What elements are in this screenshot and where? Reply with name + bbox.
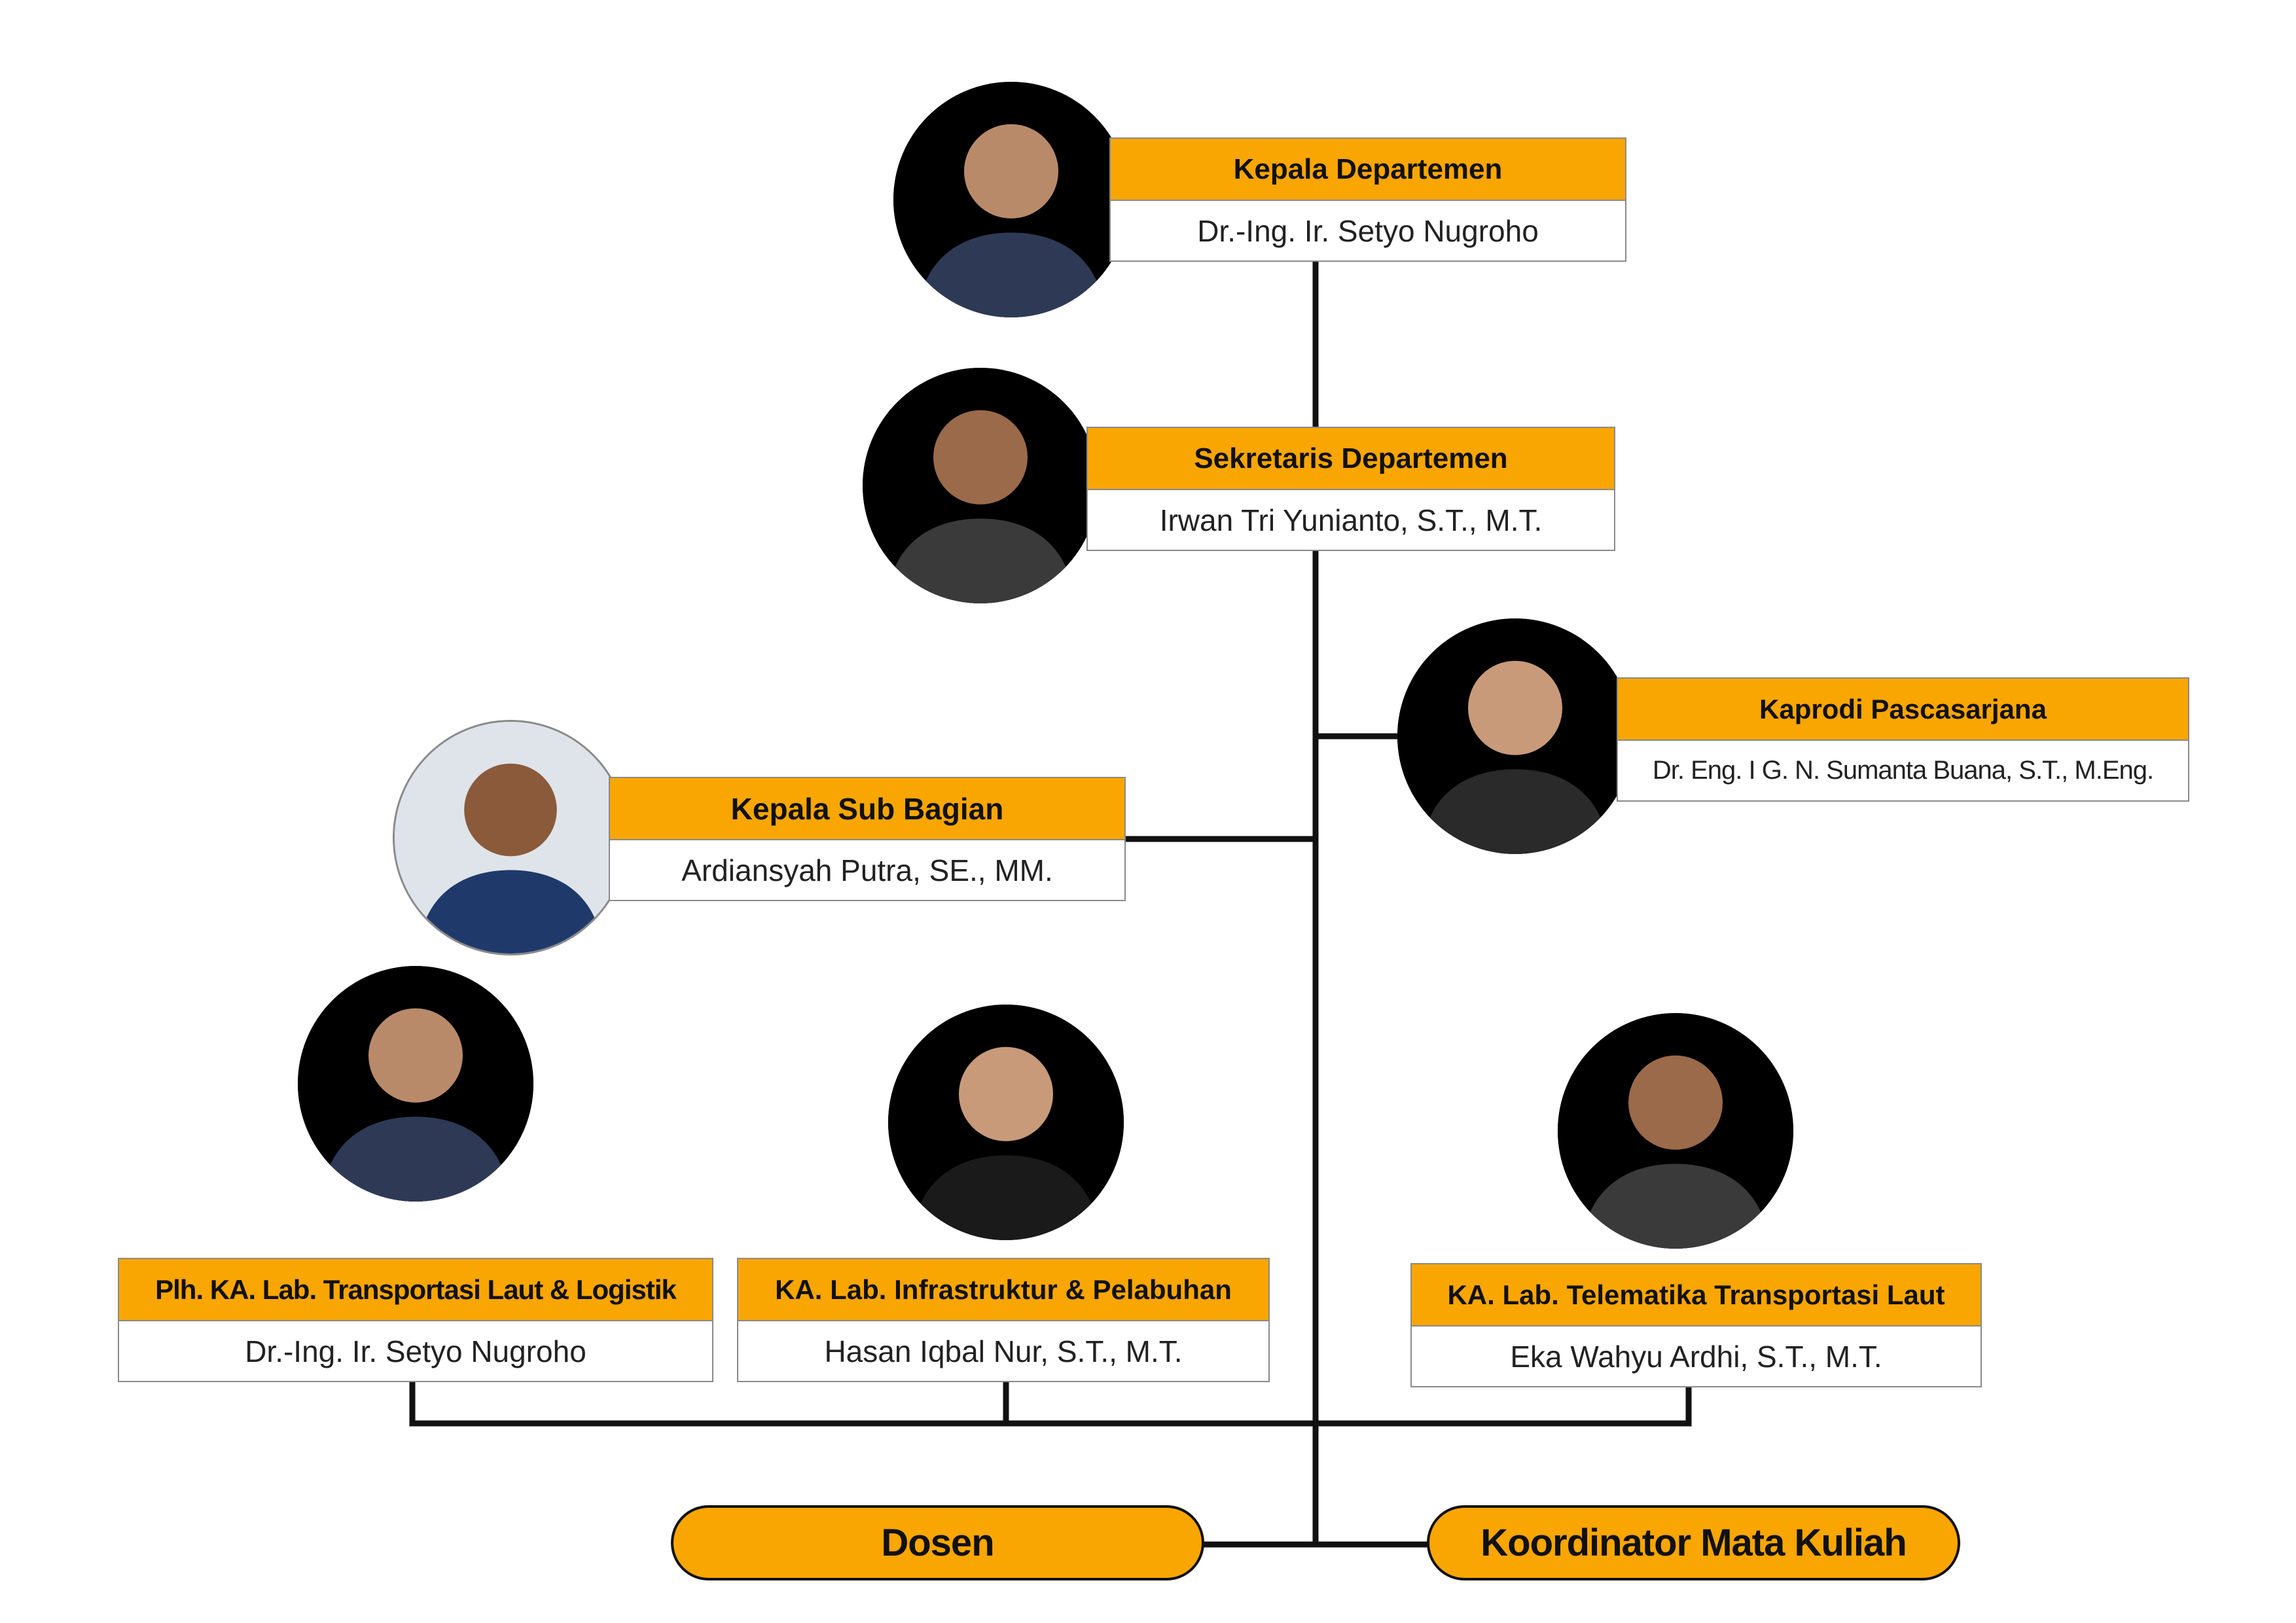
person-photo-icon bbox=[1558, 1013, 1793, 1249]
position-holder-name: Ardiansyah Putra, SE., MM. bbox=[681, 853, 1053, 887]
position-holder-name: Dr.-Ing. Ir. Setyo Nugroho bbox=[1197, 213, 1539, 248]
card-sekretaris-departemen: Sekretaris Departemen Irwan Tri Yunianto… bbox=[1086, 427, 1615, 551]
position-title: KA. Lab. Infrastruktur & Pelabuhan bbox=[738, 1259, 1268, 1321]
card-lab-infrastruktur: KA. Lab. Infrastruktur & Pelabuhan Hasan… bbox=[737, 1258, 1270, 1382]
photo-lab-infrastruktur bbox=[888, 1005, 1124, 1240]
photo-kaprodi-pascasarjana bbox=[1397, 618, 1633, 854]
dosen-pill: Dosen bbox=[671, 1505, 1204, 1580]
position-holder-name: Dr. Eng. I G. N. Sumanta Buana, S.T., M.… bbox=[1652, 756, 2154, 785]
photo-kepala-sub-bagian bbox=[393, 720, 628, 955]
position-title: Kaprodi Pascasarjana bbox=[1618, 679, 2188, 741]
koordinator-mata-kuliah-pill: Koordinator Mata Kuliah bbox=[1427, 1505, 1960, 1580]
photo-sekretaris-departemen bbox=[863, 368, 1098, 603]
position-title: Kepala Sub Bagian bbox=[610, 778, 1124, 840]
branch-labs bbox=[409, 1381, 1692, 1427]
card-lab-transportasi: Plh. KA. Lab. Transportasi Laut & Logist… bbox=[118, 1258, 713, 1382]
person-photo-icon bbox=[863, 368, 1098, 603]
person-photo-icon bbox=[893, 82, 1129, 317]
person-photo-icon bbox=[1397, 618, 1633, 854]
position-title: KA. Lab. Telematika Transportasi Laut bbox=[1412, 1264, 1981, 1327]
photo-lab-transportasi bbox=[298, 966, 533, 1202]
position-title: Kepala Departemen bbox=[1111, 139, 1625, 201]
card-lab-telematika: KA. Lab. Telematika Transportasi Laut Ek… bbox=[1410, 1263, 1982, 1387]
photo-lab-telematika bbox=[1558, 1013, 1793, 1249]
position-holder-name: Eka Wahyu Ardhi, S.T., M.T. bbox=[1510, 1339, 1882, 1374]
position-title: Sekretaris Departemen bbox=[1088, 428, 1614, 490]
photo-kepala-departemen bbox=[893, 82, 1129, 317]
card-kepala-departemen: Kepala Departemen Dr.-Ing. Ir. Setyo Nug… bbox=[1109, 137, 1626, 262]
person-photo-icon bbox=[298, 966, 533, 1202]
position-holder-name: Hasan Iqbal Nur, S.T., M.T. bbox=[824, 1334, 1183, 1368]
person-photo-icon bbox=[888, 1005, 1124, 1240]
person-photo-icon bbox=[395, 722, 626, 954]
position-holder-name: Dr.-Ing. Ir. Setyo Nugroho bbox=[245, 1334, 586, 1368]
card-kaprodi-pascasarjana: Kaprodi Pascasarjana Dr. Eng. I G. N. Su… bbox=[1617, 677, 2189, 802]
position-holder-name: Irwan Tri Yunianto, S.T., M.T. bbox=[1159, 503, 1543, 537]
card-kepala-sub-bagian: Kepala Sub Bagian Ardiansyah Putra, SE.,… bbox=[609, 777, 1126, 901]
position-title: Plh. KA. Lab. Transportasi Laut & Logist… bbox=[119, 1259, 712, 1321]
